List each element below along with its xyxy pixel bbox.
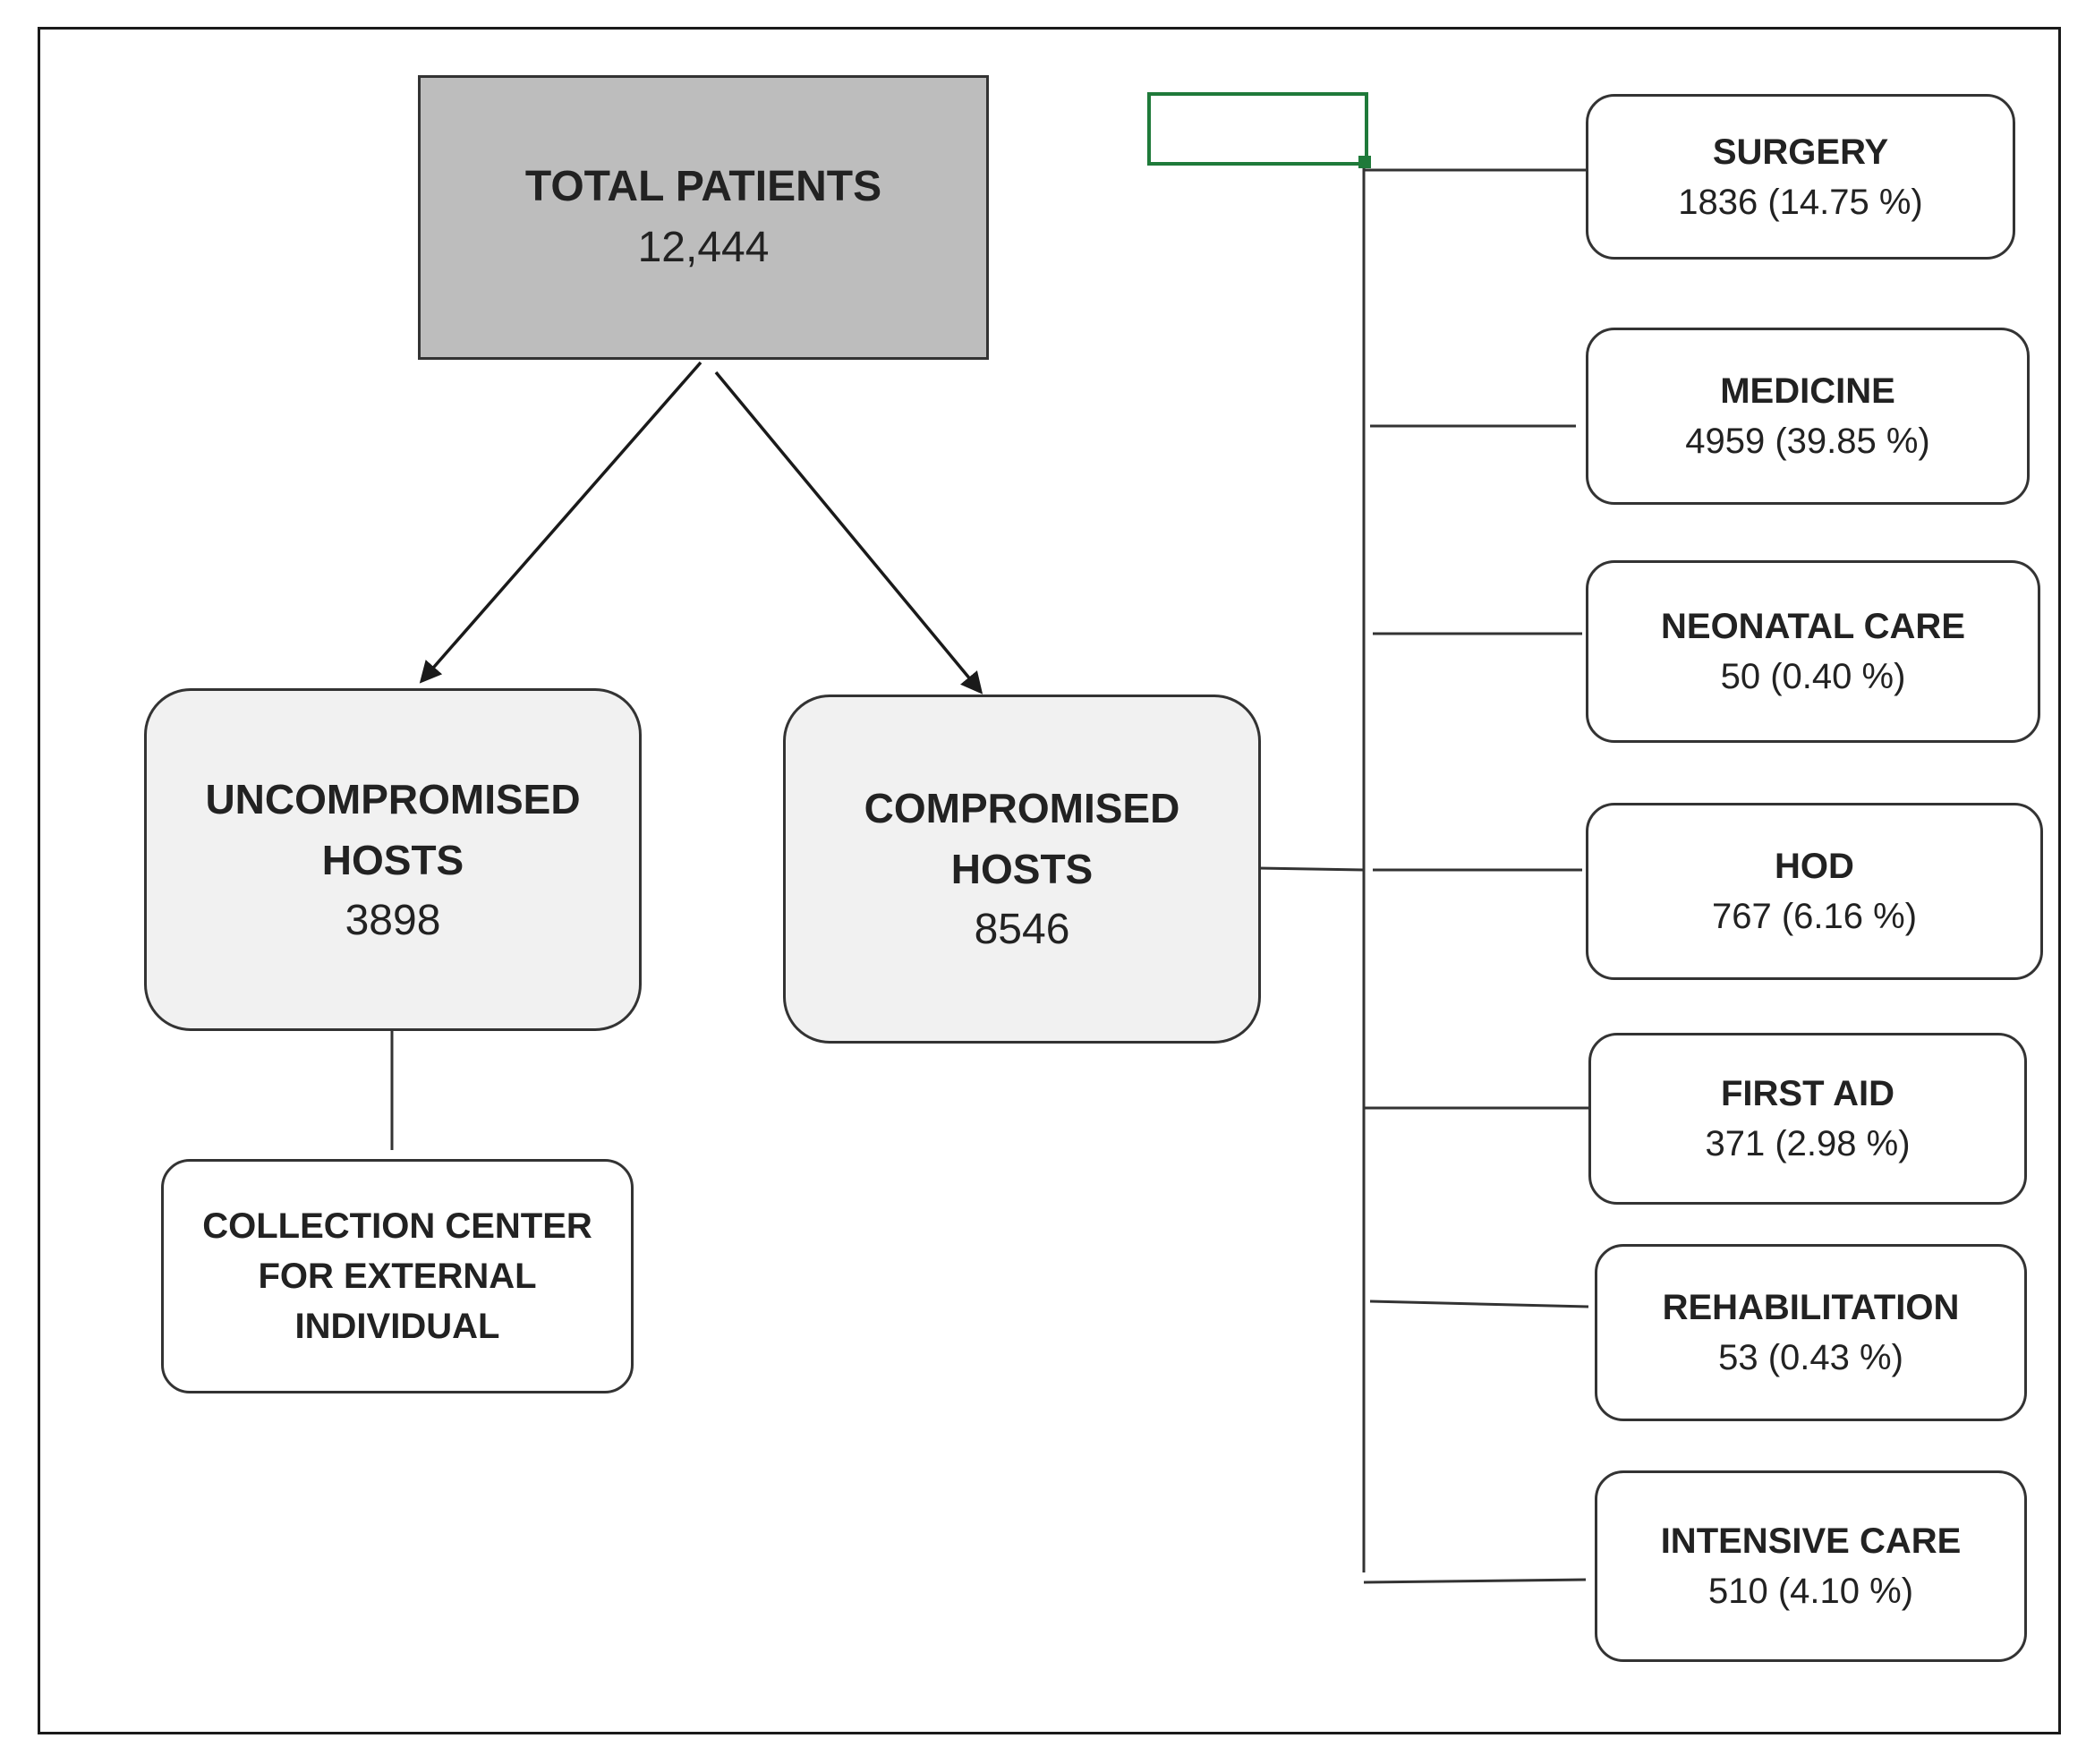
compromised-hosts-title-line2: HOSTS bbox=[950, 846, 1094, 892]
dept-box-first-aid: FIRST AID 371 (2.98 %) bbox=[1588, 1033, 2027, 1205]
dept-value-hod: 767 (6.16 %) bbox=[1711, 897, 1918, 936]
connector-compromised-to-trunk bbox=[1257, 866, 1365, 872]
total-patients-box: TOTAL PATIENTS 12,444 bbox=[418, 75, 989, 360]
compromised-hosts-box: COMPROMISED HOSTS 8546 bbox=[783, 695, 1261, 1044]
dept-box-medicine: MEDICINE 4959 (39.85 %) bbox=[1586, 328, 2030, 505]
dept-name-rehabilitation: REHABILITATION bbox=[1662, 1288, 1960, 1327]
dept-name-medicine: MEDICINE bbox=[1720, 371, 1895, 411]
uncompromised-hosts-title-line1: UNCOMPROMISED bbox=[205, 775, 581, 822]
collection-center-line1: COLLECTION CENTER bbox=[202, 1206, 592, 1246]
diagram-frame bbox=[38, 27, 2061, 1734]
dept-name-neonatal-care: NEONATAL CARE bbox=[1661, 607, 1965, 646]
uncompromised-hosts-value: 3898 bbox=[345, 896, 441, 944]
dept-box-neonatal-care: NEONATAL CARE 50 (0.40 %) bbox=[1586, 560, 2040, 743]
uncompromised-hosts-title-line2: HOSTS bbox=[321, 836, 464, 883]
dept-value-surgery: 1836 (14.75 %) bbox=[1678, 182, 1923, 222]
dept-value-medicine: 4959 (39.85 %) bbox=[1685, 422, 1930, 461]
dept-value-first-aid: 371 (2.98 %) bbox=[1705, 1124, 1911, 1163]
collection-center-line2: FOR EXTERNAL bbox=[258, 1257, 537, 1296]
dept-value-neonatal-care: 50 (0.40 %) bbox=[1720, 657, 1906, 696]
uncompromised-hosts-box: UNCOMPROMISED HOSTS 3898 bbox=[144, 688, 642, 1031]
compromised-hosts-title-line1: COMPROMISED bbox=[864, 785, 1180, 831]
dept-box-hod: HOD 767 (6.16 %) bbox=[1586, 803, 2043, 980]
dept-value-intensive-care: 510 (4.10 %) bbox=[1707, 1572, 1914, 1611]
arrow-total-to-uncompromised bbox=[419, 361, 702, 684]
branch-rehabilitation bbox=[1369, 1300, 1589, 1308]
dept-value-rehabilitation: 53 (0.43 %) bbox=[1718, 1338, 1903, 1377]
dept-box-intensive-care: INTENSIVE CARE 510 (4.10 %) bbox=[1595, 1470, 2027, 1662]
total-patients-value: 12,444 bbox=[637, 224, 770, 271]
arrow-total-to-compromised bbox=[714, 371, 983, 695]
selection-marker bbox=[1147, 92, 1368, 166]
dept-name-surgery: SURGERY bbox=[1712, 132, 1889, 172]
collection-center-line3: INDIVIDUAL bbox=[294, 1307, 500, 1346]
dept-name-first-aid: FIRST AID bbox=[1720, 1074, 1895, 1113]
dept-name-hod: HOD bbox=[1775, 847, 1854, 886]
total-patients-title: TOTAL PATIENTS bbox=[524, 163, 882, 210]
dept-name-intensive-care: INTENSIVE CARE bbox=[1660, 1521, 1962, 1561]
dept-box-surgery: SURGERY 1836 (14.75 %) bbox=[1586, 94, 2015, 260]
branch-intensive-care bbox=[1363, 1578, 1587, 1584]
selection-handle bbox=[1358, 156, 1371, 168]
collection-center-box: COLLECTION CENTER FOR EXTERNAL INDIVIDUA… bbox=[161, 1159, 634, 1393]
compromised-hosts-value: 8546 bbox=[974, 906, 1070, 953]
dept-box-rehabilitation: REHABILITATION 53 (0.43 %) bbox=[1595, 1244, 2027, 1421]
